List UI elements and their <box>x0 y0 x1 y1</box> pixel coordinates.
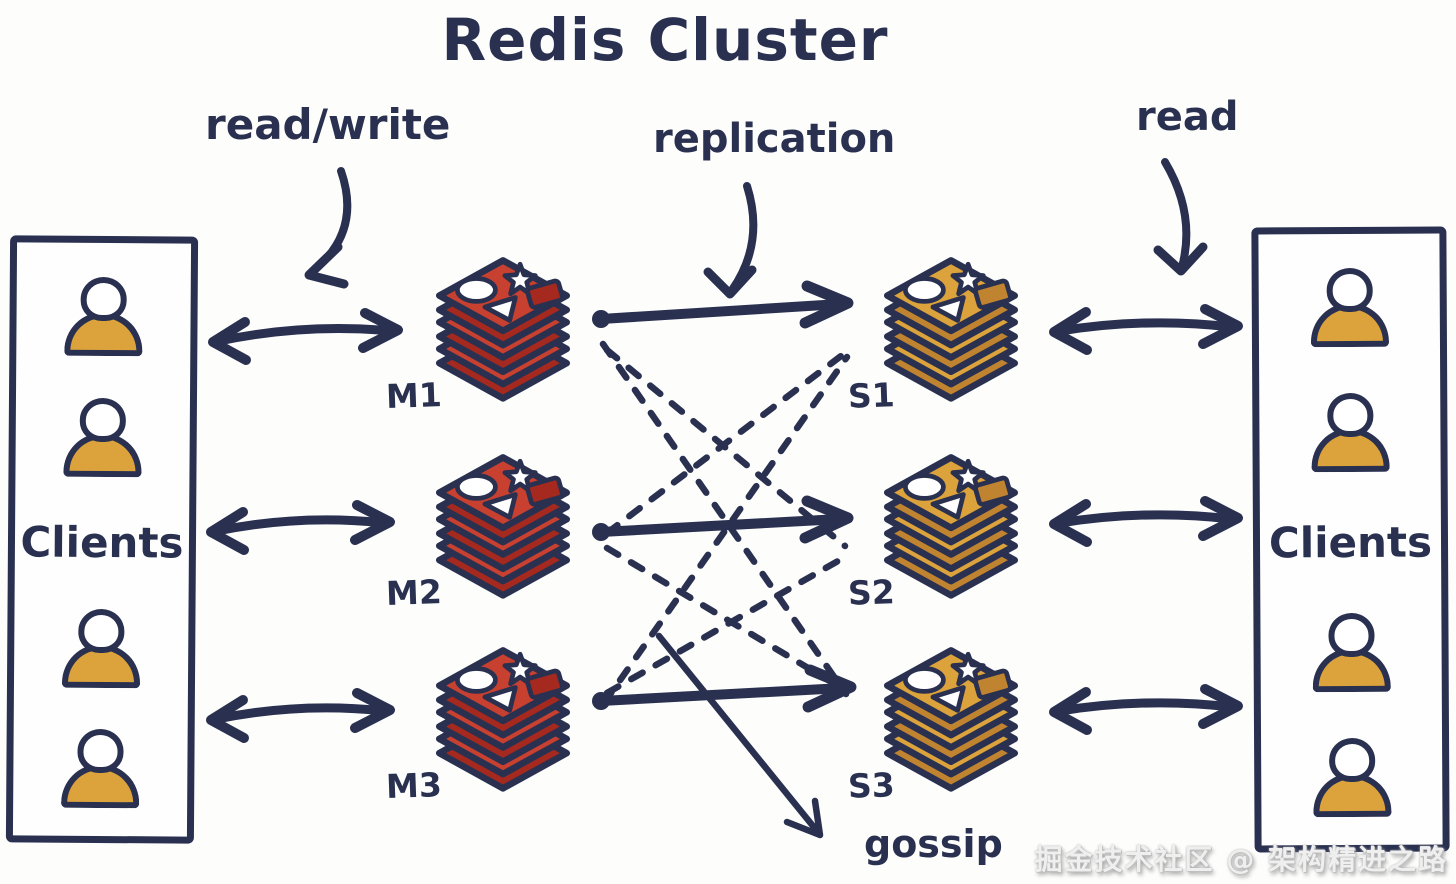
node-slave-s2: S2 <box>847 447 1032 613</box>
replication-pointer-arrow <box>703 182 758 299</box>
annotation-read: read <box>1136 94 1239 140</box>
read-write-arrow <box>304 167 352 289</box>
double-arrow-client-m1 <box>208 308 403 365</box>
person-icon <box>61 608 141 688</box>
clients-box-right: Clients <box>1251 226 1450 853</box>
person-head <box>78 608 125 653</box>
annotation-read-write: read/write <box>205 100 451 149</box>
double-arrow-client-m3 <box>206 688 395 743</box>
person-icon <box>1310 267 1389 348</box>
person-head <box>79 397 126 442</box>
person-head <box>77 728 124 774</box>
node-slave-s3: S3 <box>847 640 1032 806</box>
watermark: 掘金技术社区 @ 架构精进之路 <box>1034 843 1448 876</box>
gossip-mesh-line-m3-s2 <box>603 553 849 697</box>
person-icon <box>63 397 142 477</box>
node-master-m3: M3 <box>385 640 584 806</box>
node-label: M1 <box>385 375 443 416</box>
node-label: S1 <box>847 375 896 416</box>
node-label: S3 <box>847 765 896 806</box>
gossip-mesh-line-m2-s3 <box>603 544 849 694</box>
node-label: M3 <box>385 765 443 806</box>
annotation-gossip: gossip <box>864 822 1003 866</box>
gossip-mesh-line-m2-s1 <box>603 349 849 537</box>
clients-box-left: Clients <box>5 235 199 844</box>
gossip-mesh-line-m1-s2 <box>603 346 849 550</box>
gossip-pointer-arrow <box>655 632 824 839</box>
replication-arrow-m3-s3 <box>592 664 857 713</box>
double-arrow-s2-client <box>1049 496 1243 547</box>
person-icon <box>61 728 140 809</box>
redis-stack-icon <box>422 640 584 794</box>
redis-stack-icon <box>870 447 1032 601</box>
person-head <box>80 276 127 322</box>
person-icon <box>1312 737 1391 818</box>
annotation-replication: replication <box>653 116 896 162</box>
gossip-mesh-line-m1-s3 <box>599 340 850 698</box>
node-slave-s1: S1 <box>847 250 1032 416</box>
person-icon <box>1312 612 1391 693</box>
clients-label-right: Clients <box>1268 517 1433 568</box>
replication-arrow-m1-s1 <box>592 280 854 329</box>
clients-label-left: Clients <box>20 517 184 568</box>
gossip-mesh-line-m3-s1 <box>600 353 851 707</box>
node-master-m1: M1 <box>385 250 584 416</box>
person-head <box>1326 392 1373 438</box>
person-icon <box>1310 392 1390 473</box>
redis-stack-icon <box>422 250 584 404</box>
node-master-m2: M2 <box>385 447 584 613</box>
node-label: S2 <box>847 572 896 613</box>
redis-stack-icon <box>870 250 1032 404</box>
redis-stack-icon <box>422 447 584 601</box>
person-head <box>1328 737 1375 783</box>
page-title: Redis Cluster <box>441 6 889 74</box>
replication-arrow-m2-s2 <box>592 495 854 544</box>
double-arrow-s3-client <box>1049 684 1243 735</box>
double-arrow-s1-client <box>1049 304 1243 355</box>
person-head <box>1326 267 1373 313</box>
person-icon <box>64 276 143 357</box>
node-label: M2 <box>385 572 443 613</box>
double-arrow-client-m2 <box>206 500 395 555</box>
read-pointer-arrow <box>1153 158 1208 276</box>
person-head <box>1327 612 1375 658</box>
redis-stack-icon <box>870 640 1032 794</box>
